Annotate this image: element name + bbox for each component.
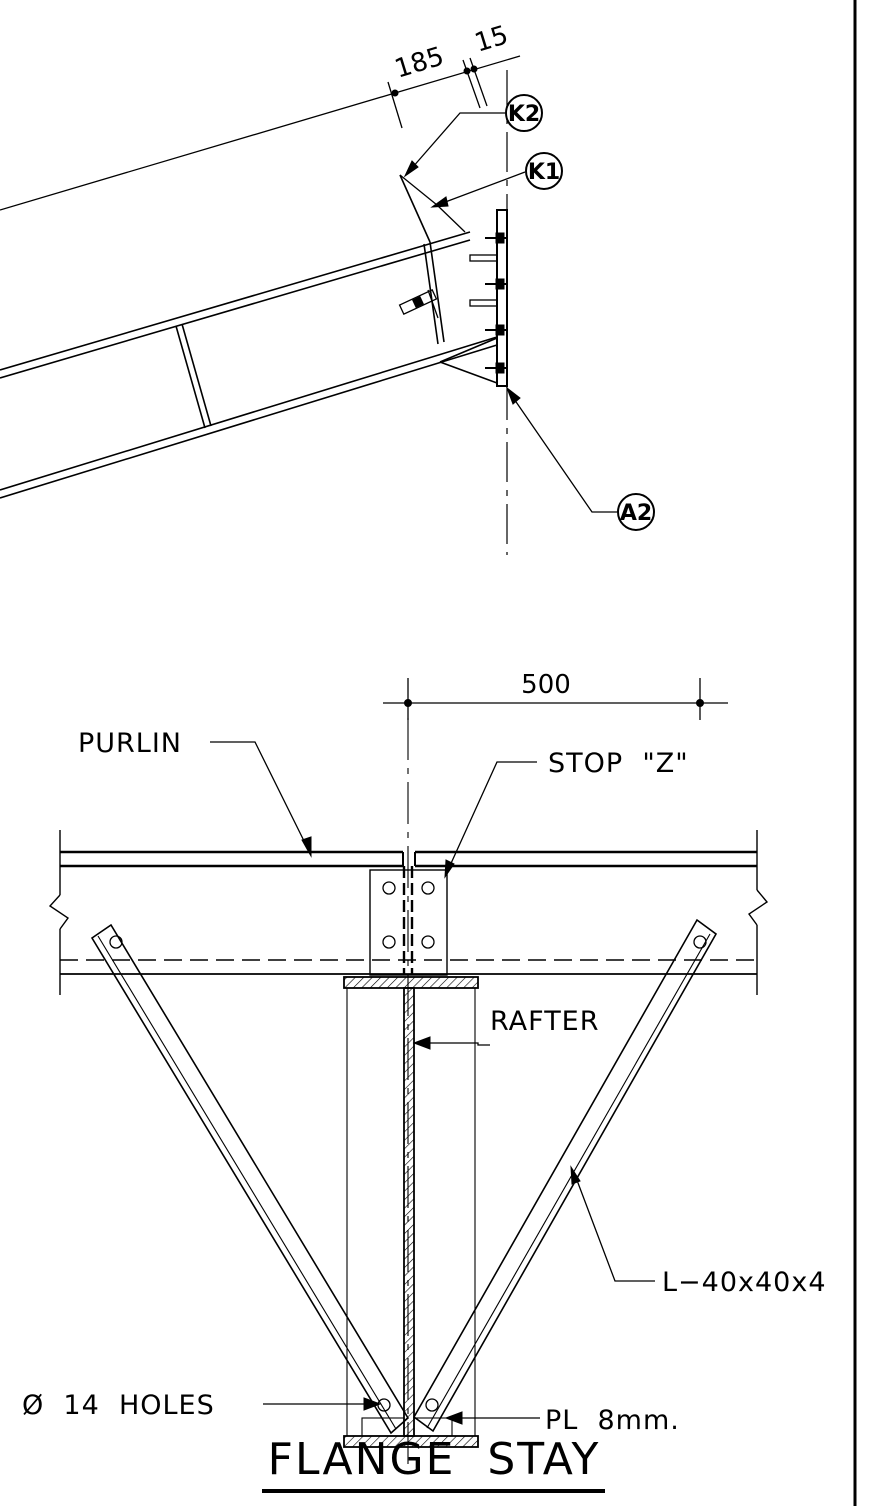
callout-k1: K1 bbox=[525, 152, 563, 190]
plate-label: PL 8mm. bbox=[545, 1405, 680, 1436]
callout-k2-label: K2 bbox=[508, 102, 540, 127]
callout-k2: K2 bbox=[505, 94, 543, 132]
callout-a2: A2 bbox=[617, 493, 655, 531]
drawing-title: FLANGE STAY bbox=[268, 1434, 601, 1485]
angle-label: L−40x40x4 bbox=[662, 1267, 827, 1298]
holes-label: Ø 14 HOLES bbox=[22, 1390, 215, 1421]
rafter-connection-view bbox=[0, 55, 617, 555]
callout-k1-label: K1 bbox=[528, 160, 560, 185]
dimension-15: 15 bbox=[471, 20, 511, 58]
flange-stay-view bbox=[48, 678, 769, 1493]
dimension-185: 185 bbox=[391, 41, 447, 84]
stop-z-label: STOP "Z" bbox=[548, 748, 689, 779]
dimension-500: 500 bbox=[521, 670, 571, 700]
purlin-label: PURLIN bbox=[78, 728, 182, 759]
callout-a2-label: A2 bbox=[620, 501, 652, 526]
rafter-label: RAFTER bbox=[490, 1006, 600, 1037]
